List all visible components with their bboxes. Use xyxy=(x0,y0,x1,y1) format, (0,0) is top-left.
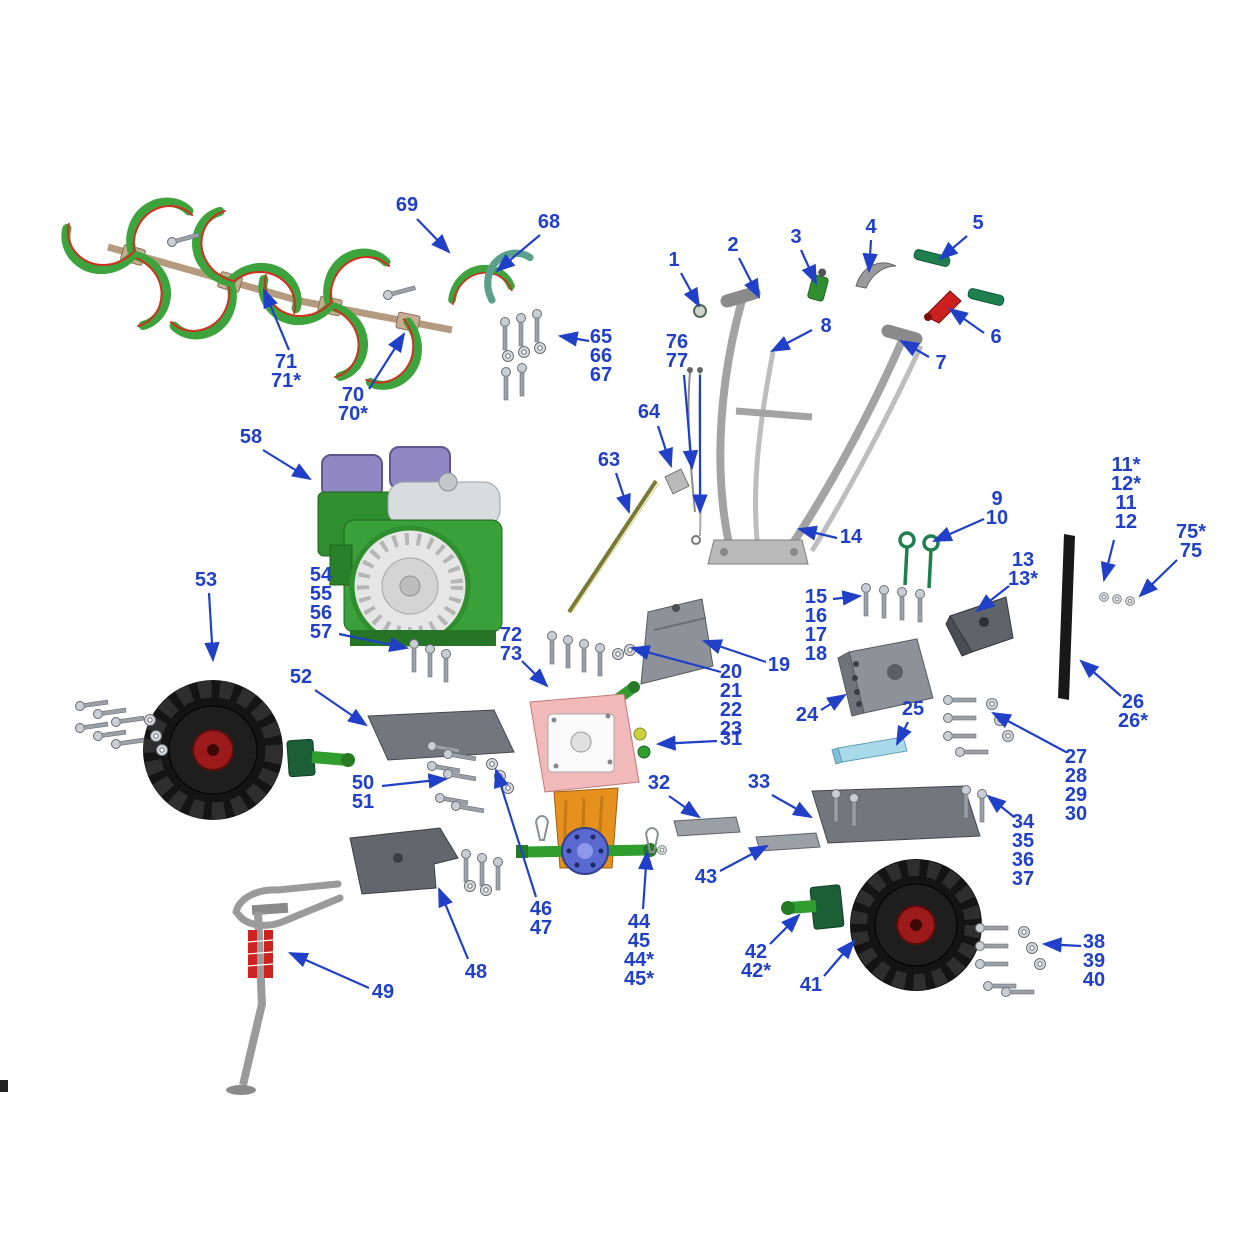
engine-mount-plate xyxy=(640,598,714,685)
right-wheel xyxy=(850,859,982,991)
loose-tiller-blades xyxy=(449,251,536,326)
hardware-cluster-44-45 xyxy=(644,827,667,855)
hardware-cluster-15-18 xyxy=(861,583,925,623)
hardware-cluster-65-67 xyxy=(500,309,546,401)
leader-arrow-50-51 xyxy=(381,773,449,789)
left-axle-hub xyxy=(286,738,355,778)
leader-arrow-31 xyxy=(655,735,718,751)
leader-arrow-6 xyxy=(948,307,985,334)
leader-arrow-69 xyxy=(416,218,451,254)
leader-arrow-1 xyxy=(680,272,701,308)
leader-arrow-46-47 xyxy=(493,767,538,898)
leader-arrow-7 xyxy=(899,339,930,358)
support-stand xyxy=(226,880,344,1095)
gearbox xyxy=(516,681,657,875)
leader-arrow-25 xyxy=(896,721,912,746)
handlebar-assembly xyxy=(707,286,924,565)
hitch-bracket xyxy=(837,638,934,717)
leader-arrow-2 xyxy=(738,257,761,299)
eye-bolts xyxy=(898,531,940,589)
leader-arrow-5 xyxy=(938,235,968,261)
leader-arrow-64 xyxy=(656,425,673,469)
leader-arrow-27-30 xyxy=(991,711,1067,753)
leader-arrow-71 xyxy=(262,287,291,351)
leader-arrow-52 xyxy=(314,689,368,727)
leader-arrow-38-40 xyxy=(1041,937,1082,953)
leader-arrow-15-18 xyxy=(832,590,863,606)
leader-arrow-26 xyxy=(1079,659,1122,697)
hardware-cluster-20-23 xyxy=(547,631,636,677)
leader-arrows xyxy=(204,218,1178,990)
leader-arrow-44-45 xyxy=(638,849,654,910)
leader-arrow-13 xyxy=(975,585,1010,613)
leader-arrow-11-12 xyxy=(1100,539,1116,583)
leader-arrow-68 xyxy=(495,234,541,273)
hardware-cluster-27-30 xyxy=(943,695,1014,757)
strip-32 xyxy=(673,816,741,837)
blue-strip xyxy=(831,736,908,765)
leader-arrow-75 xyxy=(1138,559,1178,598)
angle-bracket xyxy=(945,596,1014,657)
leader-arrow-53 xyxy=(204,592,220,663)
rear-bracket-48 xyxy=(349,827,459,895)
rod-cap xyxy=(664,468,690,495)
leader-arrow-34-37 xyxy=(986,794,1015,818)
leader-arrow-49 xyxy=(287,951,370,990)
protection-strip xyxy=(1058,534,1135,700)
edge-mark xyxy=(0,1080,8,1092)
hardware-cluster-48 xyxy=(461,849,503,896)
leader-arrow-32 xyxy=(668,795,701,819)
engine xyxy=(317,446,503,647)
leader-arrow-41 xyxy=(823,939,856,977)
leader-arrow-43 xyxy=(719,844,769,872)
leader-arrow-9-10 xyxy=(931,517,985,543)
leader-arrow-20-23 xyxy=(629,645,722,674)
leader-arrow-70 xyxy=(368,332,406,390)
leader-arrow-76-77 xyxy=(682,374,699,471)
leader-arrow-65-67 xyxy=(557,331,590,347)
tiller-blade-assembly xyxy=(58,202,453,392)
cover-plate-52 xyxy=(367,709,515,761)
hardware-cluster-38-40 xyxy=(975,923,1046,997)
shift-rod xyxy=(567,479,660,614)
strip-43 xyxy=(755,832,821,852)
leader-arrow-24 xyxy=(820,693,847,711)
leader-arrow-14 xyxy=(796,525,838,541)
leader-arrow-54-57 xyxy=(338,632,410,652)
leader-arrow-19 xyxy=(701,639,767,664)
leader-arrow-63 xyxy=(614,472,631,515)
right-axle-hub xyxy=(781,884,845,930)
hardware-cluster-46-51 xyxy=(426,740,550,841)
leader-arrow-58 xyxy=(262,449,312,481)
leader-arrow-8 xyxy=(770,329,813,353)
leader-arrow-72-73 xyxy=(521,660,549,688)
leader-arrow-42 xyxy=(769,913,801,945)
leader-arrow-4 xyxy=(862,239,878,274)
leader-arrow-3 xyxy=(799,249,818,286)
left-wheel xyxy=(143,680,283,820)
leader-arrow-48 xyxy=(437,886,470,960)
leader-arrow-33 xyxy=(771,794,813,819)
